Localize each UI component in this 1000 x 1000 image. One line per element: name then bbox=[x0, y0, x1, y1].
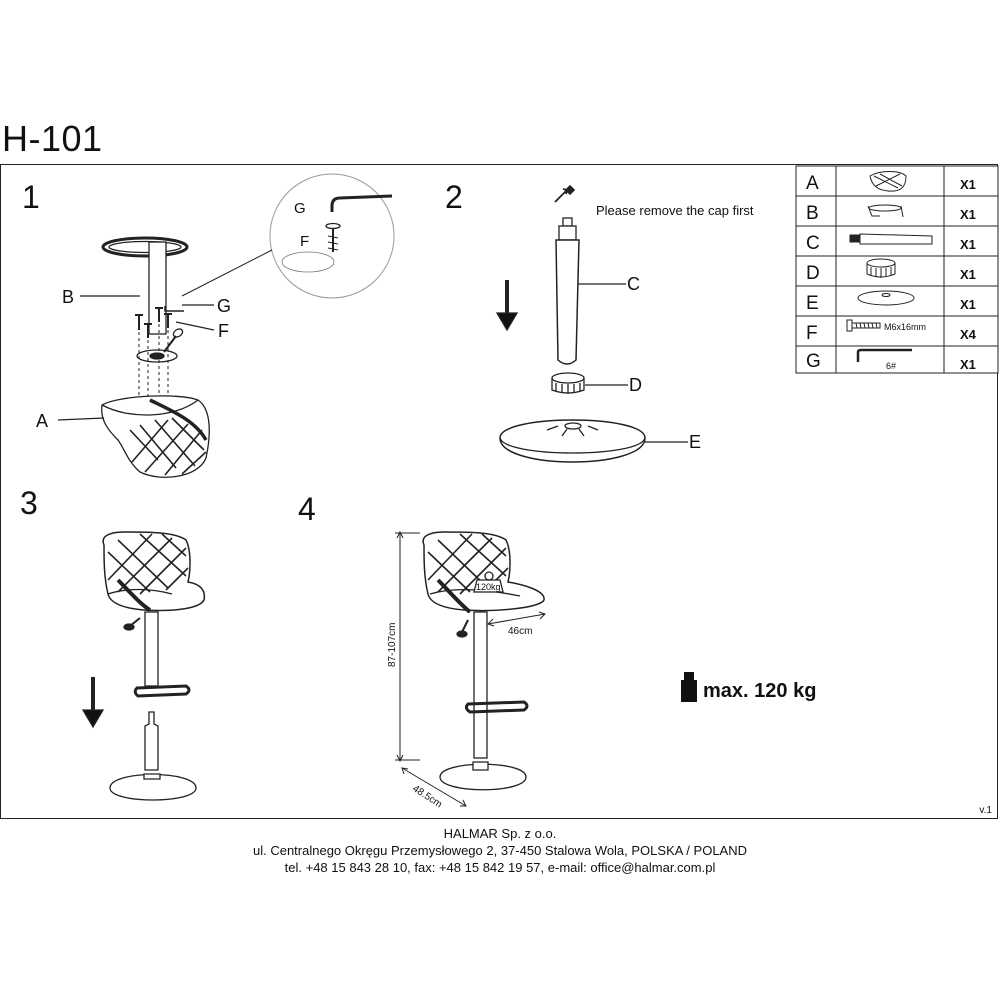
footer-company: HALMAR Sp. z o.o. bbox=[443, 826, 557, 841]
screws bbox=[135, 307, 172, 338]
allen-key-icon bbox=[856, 348, 912, 362]
part-d-letter: D bbox=[806, 263, 820, 284]
part-b-letter: B bbox=[806, 203, 819, 224]
parts-table bbox=[795, 165, 999, 374]
column bbox=[148, 241, 167, 335]
step3-column bbox=[144, 611, 159, 687]
step-number-3: 3 bbox=[20, 485, 38, 521]
parts-table-text: A B C D E F G X1 X1 X1 X1 X1 X4 X1 M6x16… bbox=[806, 173, 977, 372]
gas-lift bbox=[555, 239, 580, 365]
detail-circle bbox=[269, 173, 395, 299]
width-label: 46cm bbox=[508, 626, 532, 637]
part-c-letter: C bbox=[806, 233, 820, 254]
step2-label-c: C bbox=[627, 274, 640, 294]
seat-quilting bbox=[129, 417, 207, 476]
version-label: v.1 bbox=[979, 805, 992, 816]
detail-label-f: F bbox=[300, 233, 309, 250]
part-f-note: M6x16mm bbox=[884, 322, 926, 332]
part-d-qty: X1 bbox=[960, 267, 976, 282]
step2-note: Please remove the cap first bbox=[596, 203, 754, 218]
footrest-ring bbox=[101, 236, 189, 258]
footer-contact: tel. +48 15 843 28 10, fax: +48 15 842 1… bbox=[284, 860, 716, 875]
max-load: max. 120 kg bbox=[681, 672, 816, 702]
part-a-letter: A bbox=[806, 173, 819, 194]
step2-illustration: Please remove the cap first C D E bbox=[495, 184, 754, 463]
step1-label-g: G bbox=[217, 296, 231, 316]
part-f-qty: X4 bbox=[960, 327, 977, 342]
width-dimension bbox=[487, 613, 546, 625]
detail-label-g: G bbox=[294, 200, 306, 217]
seat-icon bbox=[869, 171, 907, 192]
step-number-4: 4 bbox=[298, 491, 316, 527]
part-g-letter: G bbox=[806, 351, 821, 372]
depth-dimension bbox=[401, 767, 467, 807]
step-number-2: 2 bbox=[445, 179, 463, 215]
step4-base bbox=[439, 763, 527, 791]
max-load-label: max. 120 kg bbox=[703, 680, 816, 702]
height-label: 87-107cm bbox=[387, 623, 398, 667]
page-title: H-101 bbox=[2, 118, 103, 159]
max-load-weight-icon bbox=[681, 680, 697, 702]
step2-label-d: D bbox=[629, 375, 642, 395]
instruction-frame bbox=[0, 164, 998, 819]
part-g-note: 6# bbox=[886, 361, 896, 371]
part-a-qty: X1 bbox=[960, 177, 976, 192]
cap-arrow bbox=[554, 188, 569, 203]
depth-label: 48.5cm bbox=[410, 783, 443, 810]
step2-label-e: E bbox=[689, 432, 701, 452]
step1-label-f: F bbox=[218, 321, 229, 341]
step4-column bbox=[473, 611, 488, 759]
detail-allen-key bbox=[330, 194, 393, 212]
part-e-letter: E bbox=[806, 293, 819, 314]
part-g-qty: X1 bbox=[960, 357, 976, 372]
base-icon bbox=[857, 290, 915, 306]
seat-load-label: 120kg bbox=[476, 582, 501, 592]
detail-plate bbox=[281, 251, 335, 273]
step1-illustration: B G F A G F bbox=[36, 173, 395, 478]
step3-footrest bbox=[133, 684, 191, 698]
footrest-lever-icon bbox=[867, 204, 904, 218]
gas-lift-icon bbox=[849, 233, 933, 245]
part-c-qty: X1 bbox=[960, 237, 976, 252]
part-f-letter: F bbox=[806, 323, 818, 344]
height-dimension bbox=[395, 532, 420, 761]
part-b-qty: X1 bbox=[960, 207, 976, 222]
part-e-qty: X1 bbox=[960, 297, 976, 312]
step1-label-a: A bbox=[36, 411, 48, 431]
step4-illustration: 120kg 87-107cm 46cm 48.5cm bbox=[387, 530, 546, 810]
step4-footrest bbox=[464, 700, 529, 714]
mechanism-plate bbox=[136, 349, 178, 363]
screw-icon bbox=[846, 319, 881, 332]
step3-illustration bbox=[81, 531, 206, 801]
ring-icon bbox=[866, 258, 896, 278]
footer-address: ul. Centralnego Okręgu Przemysłowego 2, … bbox=[252, 843, 747, 858]
step3-seat bbox=[102, 531, 206, 612]
step-number-1: 1 bbox=[22, 179, 40, 215]
step1-label-b: B bbox=[62, 287, 74, 307]
weight-icon bbox=[473, 579, 504, 593]
step3-base bbox=[109, 773, 197, 801]
